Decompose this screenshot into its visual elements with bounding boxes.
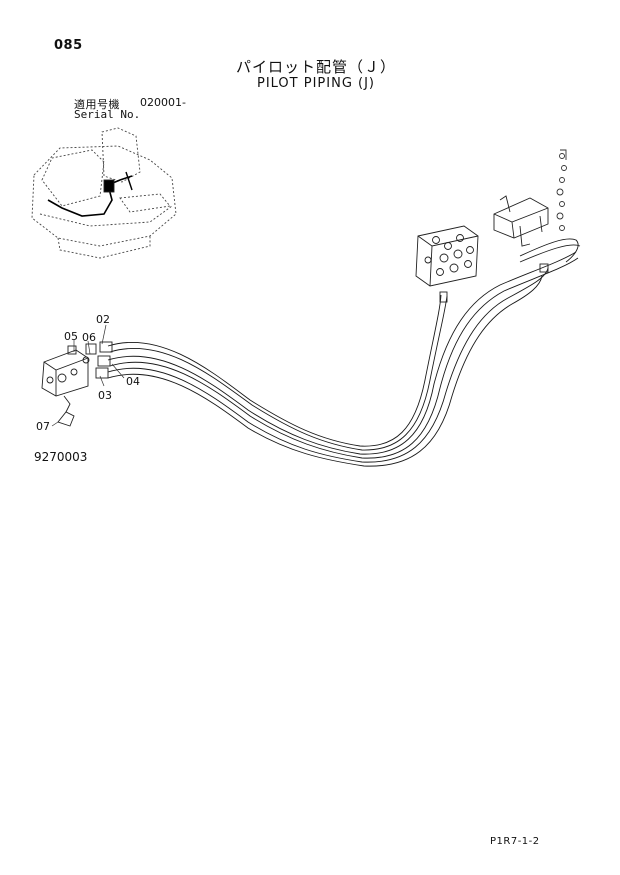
callout-06: 06 — [82, 331, 96, 344]
callout-04: 04 — [126, 375, 140, 388]
callout-03: 03 — [98, 389, 112, 402]
diagram-id: 9270003 — [34, 450, 88, 464]
serial-label-english: Serial No. — [74, 108, 141, 121]
title-english: PILOT PIPING (J) — [256, 76, 375, 91]
serial-label-japanese: 適用号機 — [74, 98, 120, 111]
console-bracket — [493, 195, 549, 247]
excavator-inset — [31, 127, 177, 259]
pilot-valve — [41, 345, 89, 397]
serial-range: 020001- — [140, 96, 186, 109]
callout-05: 05 — [64, 330, 78, 343]
callout-07: 07 — [36, 420, 50, 433]
hardware-chain — [556, 149, 567, 231]
fittings — [82, 341, 113, 379]
elbow-fitting — [57, 395, 75, 427]
title-japanese: パイロット配管（Ｊ） — [235, 58, 396, 76]
callout-02: 02 — [96, 313, 110, 326]
page-number: 085 — [54, 38, 83, 53]
main-hoses — [107, 251, 579, 467]
inset-hose — [47, 175, 133, 217]
control-valve-block — [415, 225, 479, 303]
leader-lines — [51, 324, 125, 427]
sheet-id: P1R7-1-2 — [490, 836, 540, 847]
